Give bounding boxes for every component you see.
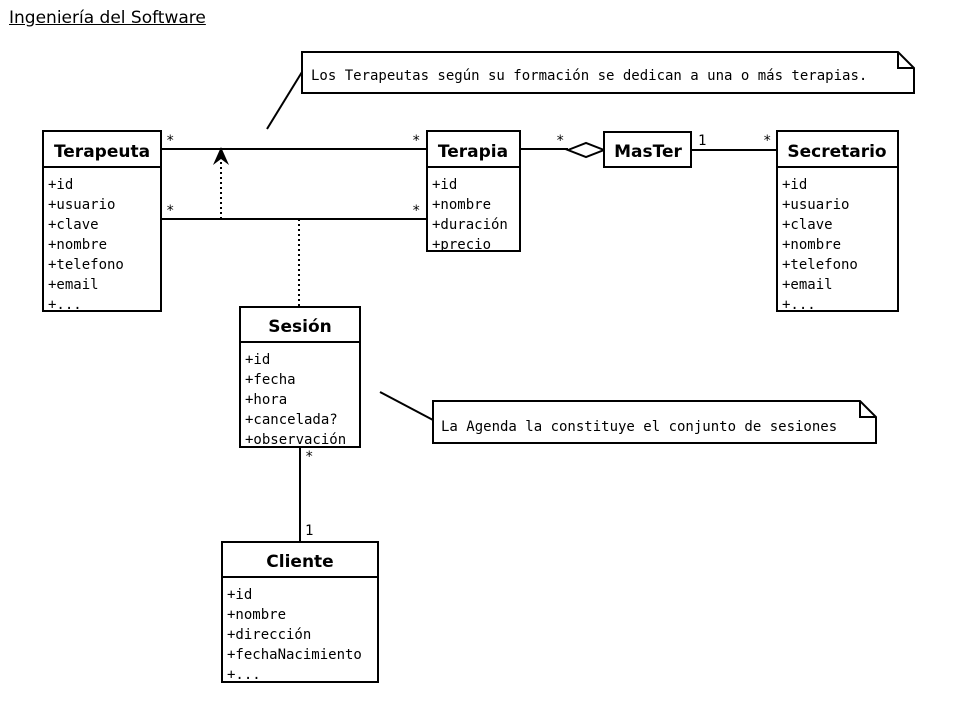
multiplicity-label: 1: [698, 133, 706, 149]
class-attribute: +id: [227, 587, 252, 603]
class-sesion: Sesión +id +fecha +hora +cancelada? +obs…: [239, 306, 361, 448]
class-attribute: +telefono: [48, 257, 124, 273]
class-attribute: +id: [48, 177, 73, 193]
class-attribute: +fechaNacimiento: [227, 647, 362, 663]
class-attribute: +nombre: [48, 237, 107, 253]
note-terapeutas: Los Terapeutas según su formación se ded…: [301, 51, 915, 94]
note-terapeutas-anchor-line: [266, 71, 303, 130]
class-attribute: +nombre: [432, 197, 491, 213]
class-attribute: +cancelada?: [245, 412, 338, 428]
class-attribute: +precio: [432, 237, 491, 253]
multiplicity-label: *: [305, 449, 313, 465]
class-attribute: +...: [782, 297, 816, 313]
class-cliente-name: Cliente: [266, 552, 333, 572]
class-attribute: +observación: [245, 432, 346, 448]
note-agenda-anchor-line: [379, 391, 434, 421]
class-terapeuta: Terapeuta +id +usuario +clave +nombre +t…: [42, 130, 162, 313]
class-attribute: +telefono: [782, 257, 858, 273]
aggregation-diamond-icon: [565, 141, 607, 159]
class-attribute: +...: [227, 667, 261, 683]
class-attribute: +clave: [48, 217, 99, 233]
multiplicity-label: *: [166, 203, 174, 219]
class-attribute: +...: [48, 297, 82, 313]
dependency-arrowhead-icon: [213, 147, 229, 165]
page-title: Ingeniería del Software: [9, 8, 206, 28]
class-attribute: +nombre: [782, 237, 841, 253]
multiplicity-label: *: [763, 133, 771, 149]
class-attribute: +email: [782, 277, 833, 293]
note-terapeutas-text: Los Terapeutas según su formación se ded…: [311, 68, 867, 84]
multiplicity-label: *: [166, 133, 174, 149]
class-attribute: +id: [782, 177, 807, 193]
multiplicity-label: 1: [305, 523, 313, 539]
class-terapia-name: Terapia: [438, 142, 508, 162]
class-sesion-name: Sesión: [268, 317, 332, 337]
multiplicity-label: *: [412, 203, 420, 219]
class-attribute: +dirección: [227, 627, 311, 643]
class-terapeuta-name: Terapeuta: [54, 142, 150, 162]
note-agenda-text: La Agenda la constituye el conjunto de s…: [441, 419, 837, 435]
class-attribute: +nombre: [227, 607, 286, 623]
class-master: MasTer: [603, 131, 692, 168]
class-attribute: +clave: [782, 217, 833, 233]
class-attribute: +email: [48, 277, 99, 293]
note-agenda: La Agenda la constituye el conjunto de s…: [432, 400, 877, 444]
class-cliente: Cliente +id +nombre +dirección +fechaNac…: [221, 541, 379, 683]
class-attribute: +id: [245, 352, 270, 368]
class-terapia: Terapia +id +nombre +duración +precio: [426, 130, 521, 253]
class-secretario: Secretario +id +usuario +clave +nombre +…: [776, 130, 899, 313]
class-master-name: MasTer: [614, 142, 682, 162]
class-attribute: +fecha: [245, 372, 296, 388]
class-secretario-name: Secretario: [787, 142, 886, 162]
class-attribute: +hora: [245, 392, 287, 408]
multiplicity-label: *: [556, 133, 564, 149]
class-attribute: +usuario: [782, 197, 849, 213]
class-attribute: +duración: [432, 217, 508, 233]
class-attribute: +usuario: [48, 197, 115, 213]
class-attribute: +id: [432, 177, 457, 193]
multiplicity-label: *: [412, 133, 420, 149]
